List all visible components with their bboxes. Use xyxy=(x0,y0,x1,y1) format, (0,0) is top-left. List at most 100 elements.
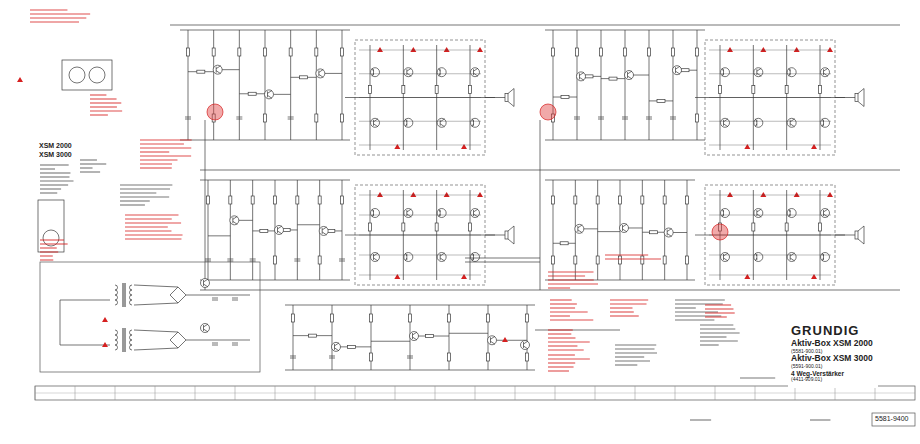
wire xyxy=(667,229,672,232)
transistor-symbol xyxy=(437,68,446,77)
wire xyxy=(204,324,209,327)
unreadable-note-line xyxy=(548,370,569,371)
warning-triangle xyxy=(377,192,383,197)
connector-box xyxy=(62,60,112,90)
wire xyxy=(134,303,178,305)
resistor-symbol xyxy=(469,86,472,94)
wire xyxy=(440,120,441,126)
resistor-symbol xyxy=(576,48,579,56)
wire xyxy=(185,119,191,120)
wire xyxy=(789,68,791,71)
unreadable-note-line xyxy=(548,349,584,350)
wire xyxy=(359,50,481,51)
transistor-symbol xyxy=(213,65,222,74)
transistor-symbol xyxy=(404,209,413,218)
unreadable-note-line xyxy=(40,259,53,260)
wire xyxy=(642,180,643,280)
transistor-symbol xyxy=(488,336,497,345)
transformer-coil xyxy=(130,335,133,340)
wire xyxy=(578,230,583,233)
unreadable-note-line xyxy=(700,332,740,333)
wire xyxy=(268,90,273,93)
transistor-symbol xyxy=(754,209,763,218)
wire xyxy=(675,67,676,73)
warning-triangle xyxy=(477,47,483,52)
wire xyxy=(673,30,674,140)
unreadable-note-line xyxy=(120,200,150,201)
wire xyxy=(670,119,676,120)
wire xyxy=(265,30,266,140)
wire xyxy=(322,227,327,230)
transistor-symbol xyxy=(821,253,830,262)
wire xyxy=(485,97,505,98)
wire xyxy=(359,215,481,216)
transistor-symbol xyxy=(371,118,380,127)
wire xyxy=(723,69,724,75)
wire xyxy=(134,285,178,287)
model-name: XSM 3000 xyxy=(38,151,73,159)
unreadable-note-line xyxy=(675,299,725,300)
wire xyxy=(824,68,829,71)
wire xyxy=(724,258,729,261)
wire xyxy=(449,333,488,334)
unreadable-note-line xyxy=(30,21,79,22)
unreadable-note-line xyxy=(125,238,181,239)
wire xyxy=(790,253,795,256)
unreadable-note-line xyxy=(90,94,106,95)
warning-triangle xyxy=(794,47,800,52)
unreadable-note-line xyxy=(610,311,634,312)
transistor-symbol xyxy=(371,253,380,262)
wire xyxy=(628,71,633,74)
warning-triangle xyxy=(502,337,508,342)
resistor-symbol xyxy=(819,86,822,94)
wire xyxy=(790,124,795,127)
transistor-symbol xyxy=(319,226,328,235)
wire xyxy=(290,358,296,359)
wire xyxy=(250,259,256,260)
wire xyxy=(757,214,762,217)
resistor-symbol xyxy=(197,70,205,73)
transformer-coil xyxy=(130,345,133,350)
wire xyxy=(646,117,652,118)
unreadable-note-line xyxy=(690,419,711,420)
wire xyxy=(372,68,374,71)
transistor-symbol xyxy=(673,66,682,75)
wire xyxy=(439,68,441,71)
transistor-symbol xyxy=(437,253,446,262)
resistor-symbol xyxy=(696,48,699,56)
wire xyxy=(208,180,209,280)
wire xyxy=(406,69,407,75)
wire xyxy=(440,69,441,75)
speaker-symbol xyxy=(508,89,514,107)
resistor-symbol xyxy=(641,196,644,204)
wire xyxy=(208,235,230,236)
wire xyxy=(216,71,221,74)
unreadable-note-line xyxy=(30,17,86,18)
unreadable-note-line xyxy=(40,251,58,252)
unreadable-note-line xyxy=(40,239,64,240)
wire xyxy=(35,393,915,394)
unreadable-note-line xyxy=(40,188,61,189)
resistor-symbol xyxy=(370,353,373,361)
unreadable-note-line xyxy=(80,159,97,160)
wire xyxy=(623,229,628,232)
resistor-symbol xyxy=(369,86,372,94)
transistor-symbol xyxy=(316,69,325,78)
power-supply-outline xyxy=(40,262,260,372)
wire xyxy=(835,235,855,236)
unreadable-note-line xyxy=(125,222,181,223)
wire xyxy=(822,258,824,261)
unreadable-note-line xyxy=(120,204,145,205)
wire xyxy=(212,298,218,299)
wire xyxy=(373,69,374,75)
transformer-coil xyxy=(115,290,118,295)
wire xyxy=(578,225,583,228)
unreadable-note-line xyxy=(90,102,121,103)
wire xyxy=(216,67,217,73)
wire xyxy=(232,343,238,344)
wire xyxy=(230,180,231,280)
wire xyxy=(822,253,824,256)
wire xyxy=(253,230,275,231)
wire xyxy=(695,97,845,98)
transformer-coil xyxy=(115,300,118,305)
